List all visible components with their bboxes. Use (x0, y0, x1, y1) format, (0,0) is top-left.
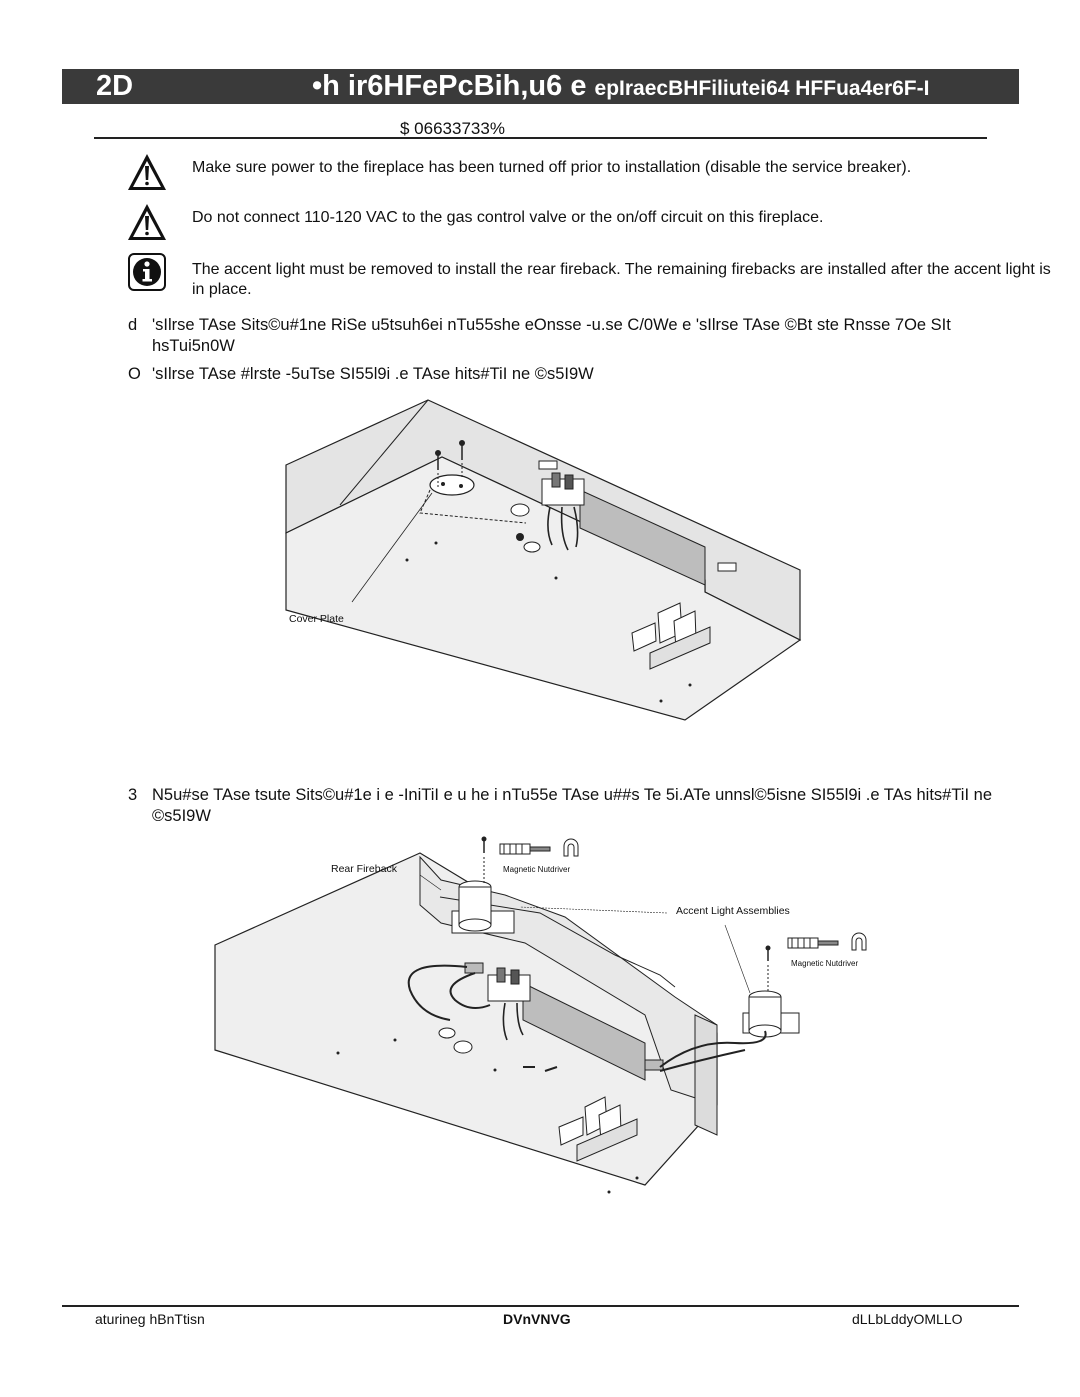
notice-text: The accent light must be removed to inst… (192, 261, 1051, 298)
figure-accent-light-removal (214, 836, 800, 1194)
magnetic-nutdriver-icon (499, 838, 579, 857)
step-text: 'sIlrse TAse Sits©u#1ne RiSe u5tsuh6ei n… (152, 316, 951, 355)
section-title-bar: 2D •h ir6HFePcBih,u6 e epIraecBHFiliutei… (62, 69, 1019, 104)
figure-cover-plate-removal (285, 399, 802, 721)
section-number: 2D (96, 70, 134, 102)
step-text: N5u#se TAse tsute Sits©u#1e i e -IniTiI … (152, 786, 992, 825)
footer-left: aturineg hBnTtisn (95, 1311, 205, 1327)
warning-triangle-icon (128, 154, 166, 190)
subheading: $ 06633733% (400, 119, 505, 138)
label-magnetic-nutdriver: Magnetic Nutdriver (791, 959, 859, 968)
section-title: •h ir6HFePcBih,u6 e epIraecBHFiliutei64 … (312, 70, 929, 103)
step-number: d (128, 316, 138, 334)
section-title-main: •h ir6HFePcBih,u6 e (312, 70, 587, 102)
label-accent-light-assemblies: Accent Light Assemblies (676, 905, 790, 917)
label-magnetic-nutdriver: Magnetic Nutdriver (503, 865, 571, 874)
step-number: O (128, 365, 141, 383)
section-title-sub: epIraecBHFiliutei64 HFFua4er6F-I (594, 77, 930, 100)
step-text: 'sIlrse TAse #lrste -5uTse SI55l9i .e TA… (152, 365, 594, 383)
footer-right: dLLbLddyOMLLO (852, 1311, 963, 1327)
label-cover-plate: Cover Plate (289, 613, 344, 625)
divider-bottom (62, 1305, 1019, 1307)
label-rear-fireback: Rear Fireback (331, 863, 397, 875)
info-icon (128, 253, 166, 291)
footer-center: DVnVNVG (503, 1311, 571, 1327)
notice-text: Make sure power to the fireplace has bee… (192, 159, 912, 176)
magnetic-nutdriver-icon (787, 932, 867, 951)
warning-triangle-icon (128, 204, 166, 240)
divider-top (94, 137, 987, 139)
step-number: 3 (128, 786, 138, 804)
notice-text: Do not connect 110-120 VAC to the gas co… (192, 209, 824, 226)
